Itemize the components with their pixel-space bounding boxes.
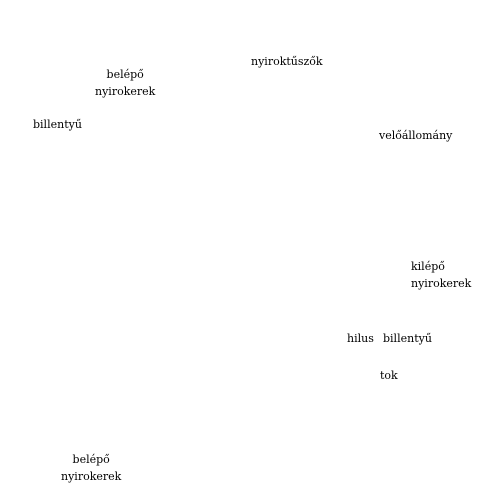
label-hilus: hilus [347, 332, 374, 345]
label-efferent-vessels: kilépő nyirokerek [411, 258, 471, 292]
label-line: nyirokerek [61, 470, 122, 483]
label-medulla: velőállomány [379, 129, 453, 142]
label-line: nyirokerek [411, 277, 472, 290]
label-valve-left: billentyű [33, 118, 82, 131]
label-line: nyirokerek [95, 85, 156, 98]
label-line: kilépő [411, 260, 445, 273]
label-lymph-follicles: nyiroktűszők [251, 55, 323, 68]
label-line: belépő [72, 453, 110, 466]
label-afferent-vessels-bottom: belépő nyirokerek [61, 451, 121, 485]
label-valve-right: billentyű [383, 332, 432, 345]
label-afferent-vessels-top: belépő nyirokerek [95, 66, 155, 100]
label-line: belépő [106, 68, 144, 81]
label-capsule: tok [380, 369, 398, 382]
